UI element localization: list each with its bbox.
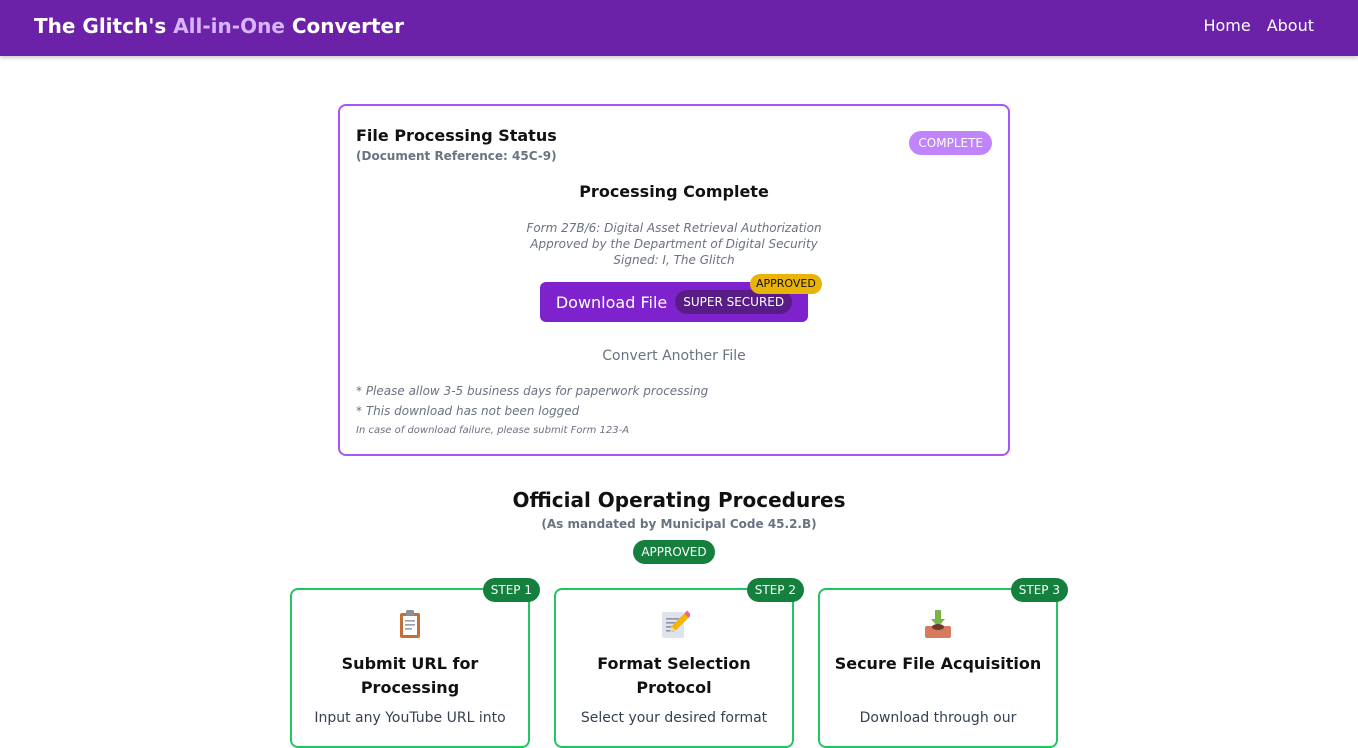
step-badge: STEP 3: [1010, 578, 1068, 602]
step-description: Input any YouTube URL into: [314, 710, 506, 726]
brand-title[interactable]: The Glitch's All-in-One Converter: [34, 14, 404, 38]
card-title: File Processing Status: [356, 126, 557, 145]
convert-another-file-link[interactable]: Convert Another File: [602, 348, 746, 364]
status-badge: COMPLETE: [909, 131, 992, 155]
top-navbar: The Glitch's All-in-One Converter Home A…: [0, 0, 1358, 56]
nav-link-about[interactable]: About: [1266, 16, 1314, 35]
nav-links: Home About: [1203, 16, 1314, 35]
note-not-logged: * This download has not been logged: [356, 404, 580, 418]
procedures-approved-badge: APPROVED: [633, 540, 715, 564]
procedures-title: Official Operating Procedures: [512, 488, 846, 512]
procedures-subtitle: (As mandated by Municipal Code 45.2.B): [541, 517, 817, 531]
form-authorization-text: Form 27B/6: Digital Asset Retrieval Auth…: [340, 220, 1008, 268]
step-card-1: STEP 1 Submit URL for Processing Input a…: [290, 578, 540, 748]
brand-suffix: Converter: [284, 14, 404, 38]
download-label: Download File: [555, 292, 668, 312]
form-line-2: Approved by the Department of Digital Se…: [530, 237, 818, 251]
note-download-failure: In case of download failure, please subm…: [356, 425, 630, 436]
file-processing-status-card: File Processing Status (Document Referen…: [338, 104, 1010, 456]
brand-accent: All-in-One: [173, 14, 285, 38]
step-badge: STEP 1: [482, 578, 540, 602]
document-reference: (Document Reference: 45C-9): [356, 149, 557, 163]
memo-icon: [662, 610, 690, 638]
note-paperwork: * Please allow 3-5 business days for pap…: [356, 384, 709, 398]
step-title: Submit URL for Processing: [341, 654, 479, 697]
processing-complete-heading: Processing Complete: [579, 182, 769, 201]
approved-tag: APPROVED: [750, 274, 822, 294]
form-line-3: Signed: I, The Glitch: [613, 253, 735, 267]
step-description: Download through our: [859, 710, 1017, 726]
step-title: Secure File Acquisition: [834, 654, 1042, 673]
download-tray-icon: [925, 610, 951, 638]
clipboard-icon: [400, 610, 420, 638]
step-badge: STEP 2: [746, 578, 804, 602]
form-line-1: Form 27B/6: Digital Asset Retrieval Auth…: [526, 221, 822, 235]
step-card-2: STEP 2 Format Selection Protocol Select …: [554, 578, 804, 748]
step-title: Format Selection Protocol: [597, 654, 751, 697]
super-secured-pill: SUPER SECURED: [675, 290, 793, 314]
nav-link-home[interactable]: Home: [1203, 16, 1251, 35]
step-description: Select your desired format: [580, 710, 768, 726]
step-card-3: STEP 3 Secure File Acquisition Download …: [818, 578, 1068, 748]
brand-prefix: The Glitch's: [34, 14, 174, 38]
